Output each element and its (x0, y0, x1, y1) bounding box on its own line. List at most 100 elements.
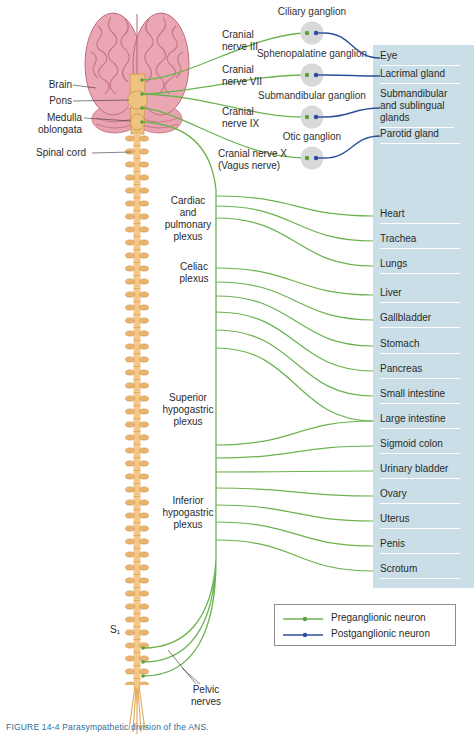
organ-label: Sigmoid colon (380, 438, 460, 450)
organ-label: Lacrimal gland (380, 68, 460, 80)
synapse-dot (305, 115, 309, 119)
synapse-dot (305, 73, 309, 77)
preganglionic-dot (303, 617, 307, 621)
postganglionic-connector (324, 75, 380, 76)
organ-label: Gallbladder (380, 312, 460, 324)
organ-label: Eye (380, 50, 460, 62)
nerve-label: Pelvic nerves (186, 684, 226, 708)
organ-label: Uterus (380, 513, 460, 525)
segment-label: S₁ (110, 624, 130, 636)
ganglion-circle: Sphenopalatine ganglion (300, 63, 324, 87)
ganglion-label: Sphenopalatine ganglion (257, 48, 367, 60)
legend-samples (279, 605, 329, 645)
plexus-label: Cardiac and pulmonary plexus (163, 195, 213, 243)
organ-cell: Parotid gland (380, 128, 460, 144)
organ-label: Liver (380, 287, 460, 299)
synapse-dot (305, 31, 309, 35)
neuron-dot (314, 156, 318, 160)
organ-label: Ovary (380, 488, 460, 500)
ganglion-circle: Ciliary ganglion (300, 21, 324, 45)
nerve-label: Cranial nerve IX (222, 106, 270, 130)
origin-dot (141, 660, 145, 664)
spinal-cord (125, 132, 149, 685)
structure-label: Spinal cord (36, 147, 106, 159)
ganglion-shape (300, 105, 324, 129)
organ-cell: Pancreas (380, 363, 460, 379)
organ-label: Heart (380, 208, 460, 220)
legend-row: Postganglionic neuron (331, 628, 430, 640)
origin-dot (141, 646, 145, 650)
ganglion-shape (300, 21, 324, 45)
plexus-label: Inferior hypogastric plexus (162, 495, 214, 531)
origin-dot (140, 92, 144, 96)
plexus-label: Superior hypogastric plexus (162, 392, 214, 428)
ganglion-label: Otic ganglion (283, 131, 341, 143)
pelvic-branch (216, 421, 373, 571)
ganglion-circle: Submandibular ganglion (300, 105, 324, 129)
organ-cell: Ovary (380, 488, 460, 504)
legend-text: Preganglionic neuron (331, 612, 426, 623)
postganglionic-connector (324, 108, 380, 117)
postganglionic-connector (324, 136, 380, 158)
organ-cell: Penis (380, 538, 460, 554)
organ-label: Trachea (380, 233, 460, 245)
organ-label: Scrotum (380, 563, 460, 575)
organ-cell: Eye (380, 50, 460, 66)
plexus-label: Celiac plexus (176, 261, 212, 285)
nerve-origin-dots (140, 78, 145, 678)
organ-label: Pancreas (380, 363, 460, 375)
organ-cell: Submandibular and sublingual glands (380, 88, 454, 128)
organ-label: Stomach (380, 338, 460, 350)
ganglion-outline (301, 64, 324, 87)
organ-label: Lungs (380, 258, 460, 270)
ganglion-shape (300, 63, 324, 87)
structure-label: Brain (20, 79, 72, 91)
organ-label: Small intestine (380, 388, 460, 400)
legend-box: Preganglionic neuronPostganglionic neuro… (274, 604, 456, 646)
legend-text: Postganglionic neuron (331, 628, 430, 639)
organ-cell: Scrotum (380, 563, 460, 579)
legend-row: Preganglionic neuron (331, 612, 426, 624)
origin-dot (140, 78, 144, 82)
figure-caption: FIGURE 14-4 Parasympathetic division of … (6, 722, 209, 733)
organ-cell: Gallbladder (380, 312, 460, 328)
organ-cell: Large intestine (380, 413, 460, 429)
neuron-dot (314, 73, 318, 77)
ganglion-circle: Otic ganglion (300, 146, 324, 170)
organ-cell: Urinary bladder (380, 463, 460, 479)
organ-label: Penis (380, 538, 460, 550)
organ-cell: Lacrimal gland (380, 68, 460, 84)
structure-label: Pons (20, 95, 72, 107)
organ-label: Parotid gland (380, 128, 460, 140)
nerve-label: Cranial nerve X (Vagus nerve) (218, 148, 294, 172)
organ-label: Large intestine (380, 413, 460, 425)
medulla-shape (131, 114, 145, 130)
vagus-trunk (142, 122, 216, 560)
neuron-dot (314, 115, 318, 119)
vagus-branch (216, 196, 373, 421)
nerve-label: Cranial nerve III (222, 29, 270, 53)
organ-cell: Sigmoid colon (380, 438, 460, 454)
organ-cell: Uterus (380, 513, 460, 529)
postganglionic-dot (303, 633, 307, 637)
origin-dot (140, 120, 144, 124)
ganglion-outline (301, 106, 324, 129)
ganglion-outline (301, 147, 324, 170)
ganglion-label: Submandibular ganglion (258, 90, 366, 102)
leader-line (73, 85, 200, 684)
organ-cell: Liver (380, 287, 460, 303)
organ-cell: Small intestine (380, 388, 460, 404)
pelvic-nerve-wire (143, 560, 216, 676)
postganglionic-connector (324, 33, 380, 58)
ganglion-shape (300, 146, 324, 170)
organ-label: Urinary bladder (380, 463, 460, 475)
organ-cell: Heart (380, 208, 460, 224)
structure-label: Medulla oblongata (20, 112, 82, 136)
organ-panel (373, 45, 474, 588)
organ-cell: Stomach (380, 338, 460, 354)
ganglion-outline (301, 22, 324, 45)
organ-label: Submandibular and sublingual glands (380, 88, 454, 124)
origin-dot (141, 674, 145, 678)
